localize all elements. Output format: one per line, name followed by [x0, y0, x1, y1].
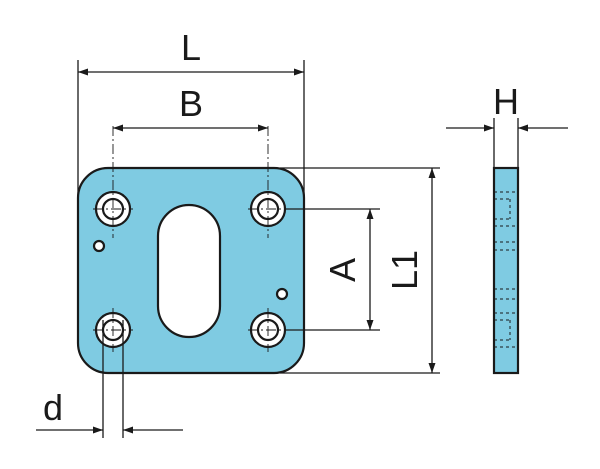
dimension-a: A [285, 208, 380, 331]
dimension-label-l1: L1 [384, 250, 425, 290]
dimension-b: B [113, 83, 268, 132]
hole-centerlines [93, 126, 288, 352]
dimension-label-b: B [179, 83, 203, 124]
pin-hole-right [275, 287, 289, 301]
dimension-l: L [77, 27, 305, 200]
dimension-l1: L1 [280, 167, 440, 374]
dimension-h: H [446, 81, 568, 168]
side-view-body [492, 166, 520, 375]
dimension-d: d [36, 320, 183, 438]
side-view-hidden-lines [494, 191, 518, 348]
center-slot [156, 203, 222, 339]
dimension-label-l: L [181, 27, 201, 68]
plate-side-view [492, 166, 520, 375]
plate-front-view [76, 126, 306, 375]
dimension-label-a: A [322, 258, 363, 282]
pin-hole-left [92, 239, 106, 253]
dimension-label-d: d [43, 387, 63, 428]
dimension-label-h: H [493, 81, 519, 122]
